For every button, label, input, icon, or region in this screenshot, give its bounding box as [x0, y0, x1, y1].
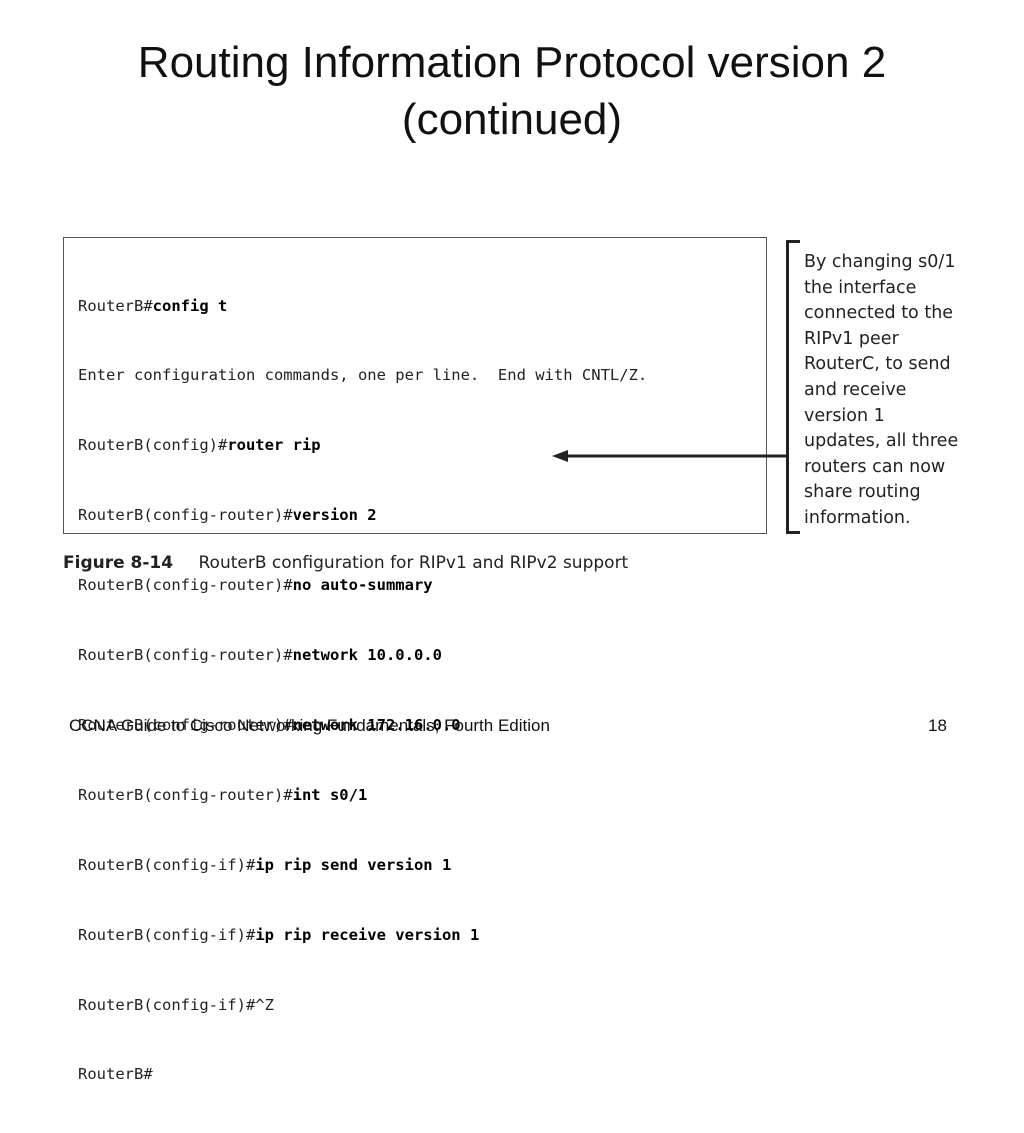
code-prompt: RouterB(config-router)#: [78, 785, 293, 804]
code-prompt: RouterB(config-router)#: [78, 576, 293, 595]
callout-line: the interface: [804, 277, 917, 298]
figure-caption: Figure 8-14 RouterB configuration for RI…: [63, 553, 628, 573]
code-line: RouterB(config-if)#^Z: [78, 994, 647, 1017]
code-prompt: RouterB(config-router)#: [78, 506, 293, 525]
arrow-head-icon: [552, 450, 568, 462]
footer-page-number: 18: [928, 716, 947, 735]
code-prompt: RouterB(config)#: [78, 436, 228, 455]
callout-line: share routing: [804, 482, 921, 503]
callout-arrow: [552, 450, 788, 462]
callout-line: By changing s0/1: [804, 252, 956, 272]
code-command: config t: [152, 296, 228, 315]
code-prompt: RouterB(config-router)#: [78, 715, 293, 734]
code-command: router rip: [227, 436, 321, 455]
code-line: RouterB(config-router)#network 10.0.0.0: [78, 644, 647, 667]
code-lines: RouterB#config t Enter configuration com…: [78, 248, 647, 1133]
callout-line: information.: [804, 507, 911, 528]
code-command: ip rip send version 1: [255, 855, 452, 874]
code-line: RouterB(config-if)#ip rip send version 1: [78, 854, 647, 877]
code-command: no auto-summary: [292, 576, 433, 595]
footer-book-title: CCNA Guide to Cisco Networking Fundament…: [69, 716, 550, 735]
code-line: RouterB(config-router)#int s0/1: [78, 784, 647, 807]
callout-line: RouterC, to send: [804, 354, 951, 375]
code-command: version 2: [292, 506, 377, 525]
code-command: ip rip receive version 1: [255, 925, 480, 944]
figure-caption-text: RouterB configuration for RIPv1 and RIPv…: [198, 553, 629, 573]
callout-line: RIPv1 peer: [804, 328, 899, 349]
code-line: RouterB#config t: [78, 295, 647, 318]
code-prompt: Enter configuration commands, one per li…: [78, 366, 648, 385]
code-prompt: RouterB(config-if)#: [78, 925, 256, 944]
code-prompt: RouterB(config-if)#: [78, 855, 256, 874]
code-command: network 172.16.0.0: [292, 715, 461, 734]
code-prompt: RouterB#: [78, 296, 153, 315]
callout-line: updates, all three: [804, 431, 959, 452]
code-prompt: RouterB#: [78, 1065, 153, 1084]
router-config-listing: RouterB#config t Enter configuration com…: [63, 237, 767, 1083]
callout-text: By changing s0/1 the interface connected…: [804, 250, 994, 532]
code-prompt: RouterB(config-if)#^Z: [78, 995, 274, 1014]
slide-title-line-2: (continued): [401, 95, 623, 144]
callout-line: version 1: [804, 405, 885, 426]
code-line: RouterB#: [78, 1063, 647, 1086]
code-command: int s0/1: [292, 785, 368, 804]
code-command: network 10.0.0.0: [292, 646, 442, 665]
callout-bracket: [786, 240, 800, 534]
figure-number: Figure 8-14: [63, 553, 174, 573]
code-line: RouterB(config-if)#ip rip receive versio…: [78, 924, 647, 947]
code-line: RouterB(config-router)#network 172.16.0.…: [78, 714, 647, 737]
code-prompt: RouterB(config-router)#: [78, 646, 293, 665]
code-line: RouterB(config-router)#version 2: [78, 504, 647, 527]
slide-title-line-1: Routing Information Protocol version 2: [137, 38, 887, 87]
code-line: Enter configuration commands, one per li…: [78, 364, 647, 387]
callout-line: connected to the: [804, 303, 954, 324]
slide-title: Routing Information Protocol version 2 (…: [0, 34, 1024, 148]
callout-line: routers can now: [804, 456, 946, 477]
code-line: RouterB(config)#router rip: [78, 434, 647, 457]
code-line: RouterB(config-router)#no auto-summary: [78, 574, 647, 597]
callout-line: and receive: [804, 379, 907, 400]
